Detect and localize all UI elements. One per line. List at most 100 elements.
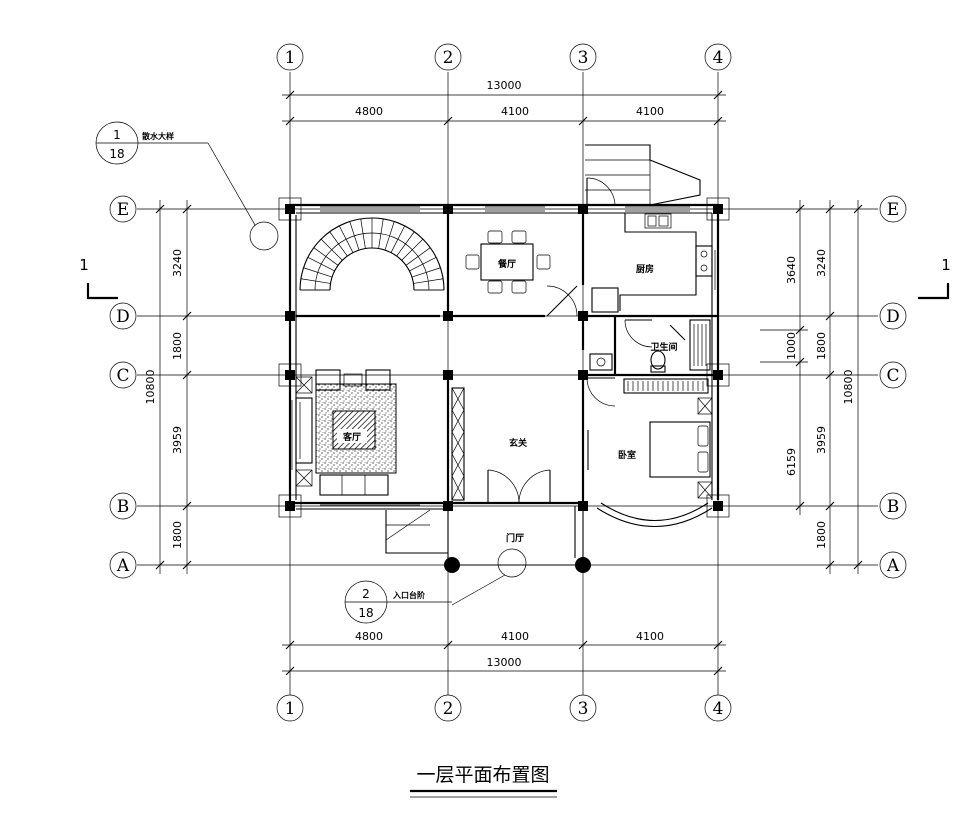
dim-span: 3959 bbox=[171, 426, 184, 454]
callout-number: 1 bbox=[113, 128, 121, 142]
room-label-dining: 餐厅 bbox=[497, 258, 516, 270]
dim-span: 3640 bbox=[785, 256, 798, 284]
callout-label: 散水大样 bbox=[142, 131, 174, 141]
drawing-title: 一层平面布置图 bbox=[410, 764, 557, 798]
stair-tread bbox=[349, 221, 360, 251]
stair-tread bbox=[409, 257, 437, 272]
dim-span: 3240 bbox=[171, 249, 184, 277]
grid-lines bbox=[137, 72, 878, 695]
dim-span: 4100 bbox=[501, 105, 529, 118]
dim-span: 1800 bbox=[815, 332, 828, 360]
section-mark-left: 1 bbox=[79, 256, 118, 300]
stair-tread bbox=[390, 225, 405, 253]
right-dimensions: 3640 1000 6159 3240 1800 3959 1800 10800 bbox=[760, 200, 863, 574]
room-label-porch: 门厅 bbox=[506, 532, 524, 544]
stair-tread bbox=[378, 218, 384, 249]
callout-number: 2 bbox=[362, 587, 370, 601]
top-dimensions: 13000 4800 4100 4100 bbox=[282, 79, 726, 126]
dim-span: 4800 bbox=[355, 630, 383, 643]
axis-label: C bbox=[116, 366, 129, 386]
dim-span: 4100 bbox=[501, 630, 529, 643]
axis-label: 3 bbox=[578, 699, 589, 719]
entry-doors bbox=[487, 469, 551, 504]
stair-tread bbox=[384, 221, 395, 251]
section-number: 1 bbox=[79, 256, 89, 274]
axis-label: B bbox=[887, 497, 900, 517]
axis-bubbles-left: E D C B A bbox=[109, 195, 137, 579]
axis-label: 1 bbox=[285, 48, 296, 68]
windows bbox=[291, 206, 716, 506]
axis-bubbles-right: E D C B A bbox=[879, 195, 907, 579]
stair-tread bbox=[411, 267, 441, 278]
room-label-kitchen: 厨房 bbox=[636, 263, 654, 275]
dim-span: 4100 bbox=[636, 630, 664, 643]
walls bbox=[288, 203, 720, 566]
left-dimensions: 10800 3240 1800 3959 1800 bbox=[144, 200, 192, 574]
bottom-dimensions: 4800 4100 4100 13000 bbox=[282, 630, 726, 676]
dim-total: 10800 bbox=[144, 370, 157, 405]
dim-total: 10800 bbox=[842, 370, 855, 405]
axis-label: B bbox=[117, 497, 130, 517]
axis-label: 2 bbox=[443, 48, 454, 68]
dim-span: 1800 bbox=[171, 332, 184, 360]
dim-span: 3959 bbox=[815, 426, 828, 454]
detail-callout-2: 2 18 入口台阶 bbox=[344, 548, 527, 624]
axis-label: 4 bbox=[713, 48, 724, 68]
stair-tread bbox=[396, 231, 415, 257]
dim-span: 6159 bbox=[785, 448, 798, 476]
bathroom-fixtures bbox=[589, 319, 711, 373]
callout-sheet: 18 bbox=[109, 147, 124, 161]
dim-span: 1000 bbox=[785, 332, 798, 360]
axis-bubbles-top: 1 2 3 4 bbox=[276, 43, 732, 71]
room-label-bedroom: 卧室 bbox=[618, 449, 636, 461]
callout-label: 入口台阶 bbox=[392, 590, 425, 600]
room-label-living: 客厅 bbox=[342, 431, 361, 443]
back-steps bbox=[585, 144, 701, 207]
stair-tread bbox=[339, 225, 354, 253]
stair-tread bbox=[401, 238, 424, 261]
axis-label: D bbox=[116, 307, 130, 327]
room-label-bath: 卫生间 bbox=[650, 341, 677, 353]
stair-tread bbox=[405, 247, 431, 266]
section-number: 1 bbox=[941, 256, 951, 274]
bay-window bbox=[596, 502, 713, 528]
callout-sheet: 18 bbox=[358, 606, 373, 620]
axis-label: E bbox=[117, 200, 129, 220]
dim-span: 3240 bbox=[815, 249, 828, 277]
stair-tread bbox=[329, 231, 348, 257]
axis-label: 3 bbox=[578, 48, 589, 68]
kitchen-counters bbox=[591, 213, 713, 313]
axis-label: 2 bbox=[443, 699, 454, 719]
stair-tread bbox=[313, 247, 339, 266]
stair-tread bbox=[413, 278, 444, 284]
dim-span: 1800 bbox=[171, 521, 184, 549]
axis-label: A bbox=[886, 556, 900, 576]
foyer-cabinet bbox=[451, 387, 465, 501]
axis-label: A bbox=[116, 556, 130, 576]
dim-total: 13000 bbox=[487, 79, 522, 92]
dim-total: 13000 bbox=[487, 656, 522, 669]
axis-label: C bbox=[886, 366, 899, 386]
axis-bubbles-bottom: 1 2 3 4 bbox=[276, 694, 732, 722]
room-label-foyer: 玄关 bbox=[509, 437, 527, 449]
stair-tread bbox=[307, 257, 335, 272]
dim-span: 1800 bbox=[815, 521, 828, 549]
section-mark-right: 1 bbox=[918, 256, 951, 300]
bedroom-furniture bbox=[586, 377, 713, 499]
axis-label: D bbox=[886, 307, 900, 327]
stair-tread bbox=[303, 267, 333, 278]
drawing-title-text: 一层平面布置图 bbox=[416, 764, 549, 786]
porch-steps bbox=[385, 509, 448, 554]
door-dining bbox=[546, 285, 578, 317]
stair-tread bbox=[320, 238, 343, 261]
axis-label: 1 bbox=[285, 699, 296, 719]
axis-label: 4 bbox=[713, 699, 724, 719]
columns bbox=[278, 197, 730, 573]
axis-label: E bbox=[887, 200, 899, 220]
dining-table-set bbox=[465, 230, 551, 294]
curved-stair bbox=[299, 217, 445, 291]
stair-tread bbox=[360, 218, 366, 249]
detail-callout-1: 1 18 散水大样 bbox=[95, 121, 279, 251]
dim-span: 4800 bbox=[355, 105, 383, 118]
